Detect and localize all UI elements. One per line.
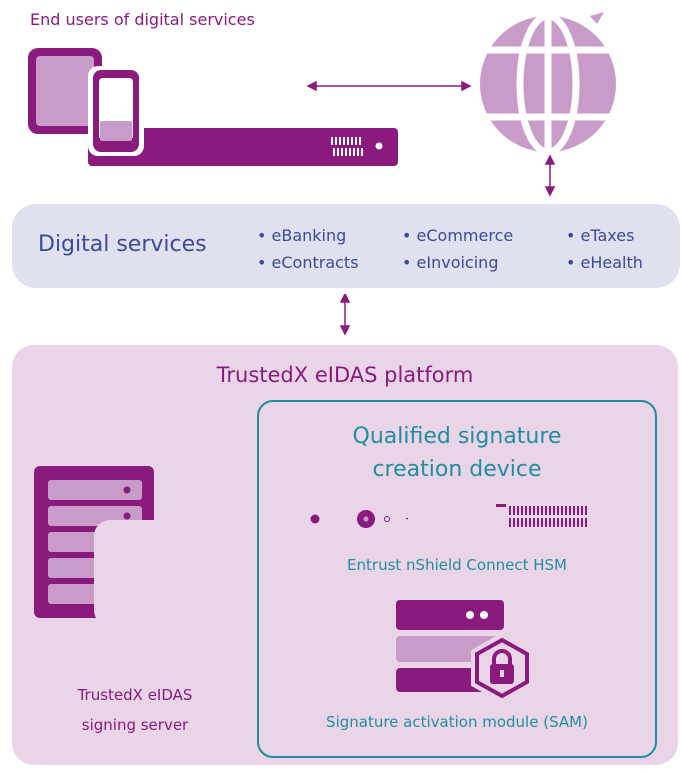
hsm-label: Entrust nShield Connect HSM — [347, 556, 567, 574]
qscd-panel — [257, 400, 657, 758]
sam-server-icon — [396, 600, 533, 704]
smartphone-icon — [88, 66, 144, 156]
tablet-icon — [28, 48, 102, 134]
qscd-title-line1: Qualified signature — [352, 424, 562, 449]
end-users-illustration — [28, 5, 618, 197]
double-arrow-icon — [339, 294, 351, 336]
service-item: • eContracts — [257, 253, 359, 272]
qscd-title-line2: creation device — [372, 457, 542, 482]
end-users-title: End users of digital services — [30, 10, 255, 29]
signing-server-label-line1: TrustedX eIDAS — [77, 686, 193, 704]
server-rack-icon — [34, 466, 194, 626]
service-item: • eHealth — [566, 253, 643, 272]
service-item: • eInvoicing — [402, 253, 499, 272]
service-item: • eTaxes — [566, 226, 635, 245]
platform-title: TrustedX eIDAS platform — [216, 363, 474, 387]
signing-server-label: TrustedX eIDAS signing server — [30, 680, 240, 740]
digital-services-title: Digital services — [38, 232, 207, 257]
sam-label: Signature activation module (SAM) — [326, 713, 588, 731]
service-item: • eBanking — [257, 226, 347, 245]
qscd-title: Qualified signature creation device — [257, 420, 657, 486]
digital-services-panel — [12, 204, 680, 288]
signing-server-label-line2: signing server — [81, 716, 189, 734]
service-item: • eCommerce — [402, 226, 514, 245]
hsm-device-icon — [310, 504, 587, 528]
padlock-icon — [471, 632, 533, 704]
globe-icon — [478, 5, 618, 156]
server-appliance-icon — [88, 128, 398, 166]
